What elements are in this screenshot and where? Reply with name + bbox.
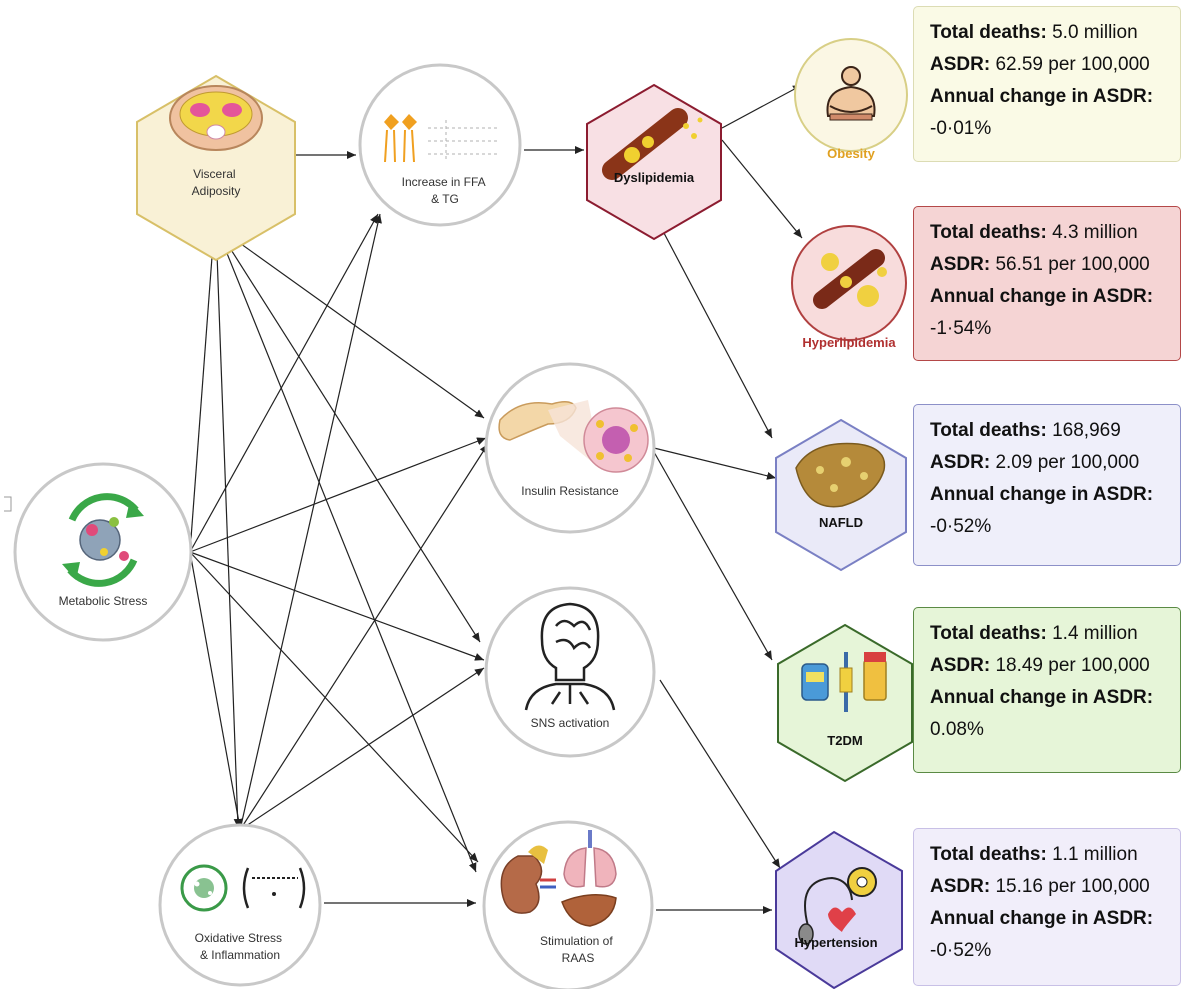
ffa-tg-node: Increase in FFA & TG xyxy=(358,63,522,227)
t2dm-total-deaths: Total deaths: 1.4 million xyxy=(930,623,1138,644)
hyperlipidemia-annual-change-label: Annual change in ASDR: xyxy=(930,286,1154,307)
ffa-tg-line-1: Increase in FFA xyxy=(402,175,486,189)
arrow-metabolic-to-insulin xyxy=(189,437,487,553)
blood-pressure-monitor-icon xyxy=(798,867,877,945)
oxidative-stress-line-1: Oxidative Stress xyxy=(195,931,282,945)
insulin-resistance-label: Insulin Resistance xyxy=(521,484,619,498)
arrow-insulin-to-nafld xyxy=(653,447,777,480)
t2dm-annual-change: 0.08% xyxy=(930,719,984,740)
arrow-adiposity-to-sns xyxy=(215,225,481,643)
obese-person-icon xyxy=(826,66,876,121)
raas-line-2: RAAS xyxy=(562,951,595,965)
kidney-lung-liver-icon xyxy=(500,830,617,927)
hypertension-annual-change: -0·52% xyxy=(930,940,992,961)
arrow-oxidative-to-insulin xyxy=(239,443,489,831)
obesity-label: Obesity xyxy=(827,146,875,161)
abdomen-cross-section-icon xyxy=(169,85,263,151)
arrow-insulin-to-t2dm xyxy=(653,451,773,661)
arrow-metabolic-to-ffa xyxy=(189,213,379,553)
connector-arrows xyxy=(189,84,803,914)
fatty-liver-icon xyxy=(795,442,886,508)
t2dm-node: T2DM xyxy=(777,623,913,783)
insulin-resistance-node: Insulin Resistance xyxy=(484,362,656,534)
hypertension-annual-change-label: Annual change in ASDR: xyxy=(930,908,1154,929)
oxidative-stress-label: Oxidative Stress & Inflammation xyxy=(195,931,286,962)
oxidative-stress-line-2: & Inflammation xyxy=(200,948,280,962)
sns-activation-label: SNS activation xyxy=(531,716,610,730)
hypertension-stats-box: Total deaths: 1.1 million ASDR: 15.16 pe… xyxy=(913,828,1181,986)
arrow-metabolic-to-oxidative xyxy=(189,551,243,829)
hypertension-node: Hypertension xyxy=(775,830,903,989)
sns-activation-node: SNS activation xyxy=(484,586,656,758)
arrow-adiposity-to-oxidative xyxy=(215,225,242,829)
ffa-tg-line-2: & TG xyxy=(431,192,459,206)
arrow-metabolic-to-adiposity xyxy=(189,229,218,553)
arrow-dyslipidemia-to-nafld xyxy=(654,215,773,439)
arrow-metabolic-to-raas xyxy=(189,551,479,863)
hypertension-total-deaths: Total deaths: 1.1 million xyxy=(930,844,1138,865)
raas-label: Stimulation of RAAS xyxy=(540,934,616,965)
t2dm-label: T2DM xyxy=(827,733,862,748)
clogged-vessel-icon xyxy=(602,108,703,180)
t2dm-stats-box: Total deaths: 1.4 million ASDR: 18.49 pe… xyxy=(913,607,1181,773)
glucose-meter-icon xyxy=(801,652,887,712)
obesity-annual-change: -0·01% xyxy=(930,118,992,139)
visceral-adiposity-line-1: Visceral xyxy=(193,167,235,181)
nafld-asdr: ASDR: 2.09 per 100,000 xyxy=(930,452,1140,473)
t2dm-asdr: ASDR: 18.49 per 100,000 xyxy=(930,655,1150,676)
artery-plaque-icon xyxy=(813,249,887,309)
visceral-adiposity-node: Visceral Adiposity xyxy=(136,74,296,262)
visceral-adiposity-label: Visceral Adiposity xyxy=(192,167,241,198)
hyperlipidemia-node: Hyperlipidemia xyxy=(791,225,907,350)
dyslipidemia-node: Dyslipidemia xyxy=(586,83,722,241)
obesity-total-deaths: Total deaths: 5.0 million xyxy=(930,22,1138,43)
obesity-asdr: ASDR: 62.59 per 100,000 xyxy=(930,54,1150,75)
hypertension-label: Hypertension xyxy=(794,935,877,950)
edge-bracket xyxy=(4,496,12,512)
arrow-metabolic-to-sns xyxy=(189,551,485,661)
arrow-adiposity-to-raas xyxy=(215,225,477,873)
pancreas-icon xyxy=(498,400,649,473)
lipid-molecule-icon xyxy=(384,114,500,163)
cell-and-belly-icon xyxy=(180,864,306,912)
raas-line-1: Stimulation of xyxy=(540,934,613,948)
dyslipidemia-label: Dyslipidemia xyxy=(614,170,695,185)
hypertension-asdr: ASDR: 15.16 per 100,000 xyxy=(930,876,1150,897)
hyperlipidemia-total-deaths: Total deaths: 4.3 million xyxy=(930,222,1138,243)
t2dm-annual-change-label: Annual change in ASDR: xyxy=(930,687,1154,708)
nafld-stats-box: Total deaths: 168,969 ASDR: 2.09 per 100… xyxy=(913,404,1181,566)
ffa-tg-label: Increase in FFA & TG xyxy=(402,175,489,206)
nafld-annual-change: -0·52% xyxy=(930,516,992,537)
nervous-system-icon xyxy=(524,602,616,711)
metabolic-cycle-icon xyxy=(62,493,144,587)
obesity-stats-box: Total deaths: 5.0 million ASDR: 62.59 pe… xyxy=(913,6,1181,162)
arrow-sns-to-hypertension xyxy=(659,679,781,869)
nafld-label: NAFLD xyxy=(819,515,863,530)
hyperlipidemia-stats-box: Total deaths: 4.3 million ASDR: 56.51 pe… xyxy=(913,206,1181,361)
raas-node: Stimulation of RAAS xyxy=(482,820,654,989)
visceral-adiposity-line-2: Adiposity xyxy=(192,184,241,198)
arrow-oxidative-to-sns xyxy=(239,667,485,831)
obesity-annual-change-label: Annual change in ASDR: xyxy=(930,86,1154,107)
oxidative-stress-node: Oxidative Stress & Inflammation xyxy=(158,823,322,987)
hyperlipidemia-annual-change: -1·54% xyxy=(930,318,992,339)
arrow-oxidative-to-ffa xyxy=(239,213,382,831)
arrow-dyslipidemia-to-hyperlipidemia xyxy=(721,139,803,239)
hyperlipidemia-asdr: ASDR: 56.51 per 100,000 xyxy=(930,254,1150,275)
obesity-node: Obesity xyxy=(794,38,908,161)
metabolic-stress-label: Metabolic Stress xyxy=(59,594,148,608)
metabolic-stress-node: Metabolic Stress xyxy=(13,462,193,642)
arrow-adiposity-to-insulin xyxy=(215,225,485,419)
arrow-dyslipidemia-to-obesity xyxy=(721,84,803,129)
nafld-total-deaths: Total deaths: 168,969 xyxy=(930,420,1121,441)
hyperlipidemia-label: Hyperlipidemia xyxy=(802,335,896,350)
nafld-annual-change-label: Annual change in ASDR: xyxy=(930,484,1154,505)
nafld-node: NAFLD xyxy=(775,418,907,572)
